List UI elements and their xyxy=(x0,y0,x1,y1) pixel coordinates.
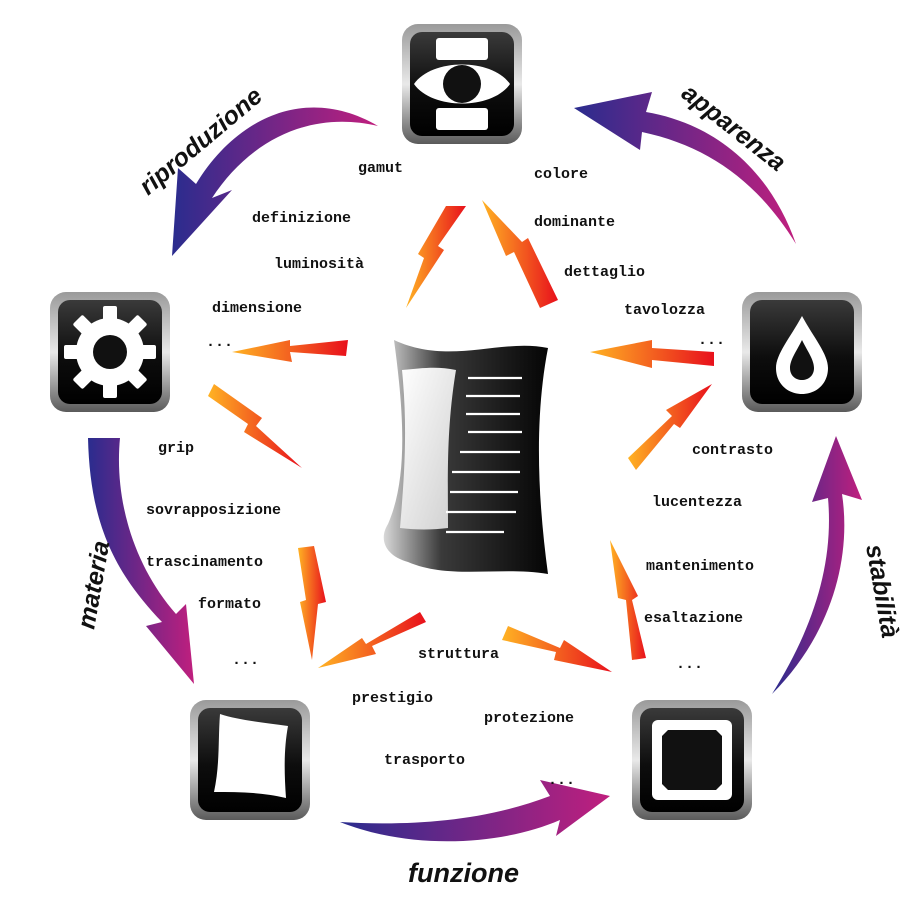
term-riproduzione-more: ... xyxy=(206,334,233,351)
term-colore: colore xyxy=(534,166,588,183)
term-struttura: struttura xyxy=(418,646,499,663)
cycle-arrow-stabilita xyxy=(772,436,862,694)
drop-icon-button[interactable] xyxy=(742,292,862,412)
term-grip: grip xyxy=(158,440,194,457)
cycle-arrow-riproduzione xyxy=(172,107,378,256)
cycle-arrow-apparenza xyxy=(574,92,796,244)
term-lucentezza: lucentezza xyxy=(652,494,742,511)
shield-square-icon-button[interactable] xyxy=(632,700,752,820)
inner-arrow xyxy=(208,384,302,468)
shield-square-icon xyxy=(652,720,732,800)
term-apparenza-more: ... xyxy=(698,332,725,349)
eye-icon-button[interactable] xyxy=(402,24,522,144)
term-trasporto: trasporto xyxy=(384,752,465,769)
inner-arrow xyxy=(590,340,714,368)
cycle-label-materia: materia xyxy=(72,538,115,631)
gear-icon xyxy=(64,306,156,398)
term-stabilita-more: ... xyxy=(676,656,703,673)
term-formato: formato xyxy=(198,596,261,613)
term-definizione: definizione xyxy=(252,210,351,227)
inner-arrow xyxy=(232,340,348,362)
term-tavolozza: tavolozza xyxy=(624,302,705,319)
term-contrasto: contrasto xyxy=(692,442,773,459)
cycle-label-funzione: funzione xyxy=(408,858,519,888)
term-protezione: protezione xyxy=(484,710,574,727)
term-gamut: gamut xyxy=(358,160,403,177)
term-mantenimento: mantenimento xyxy=(646,558,754,575)
cycle-arrow-materia xyxy=(88,438,194,684)
term-luminosita: luminosità xyxy=(274,256,364,273)
cycle-label-stabilita: stabilità xyxy=(860,542,904,640)
term-sovrapposizione: sovrapposizione xyxy=(146,502,281,519)
term-materia-more: ... xyxy=(232,652,259,669)
inner-arrow xyxy=(318,612,426,668)
term-dimensione: dimensione xyxy=(212,300,302,317)
gear-icon-button[interactable] xyxy=(50,292,170,412)
inner-arrow xyxy=(610,540,646,660)
term-dettaglio: dettaglio xyxy=(564,264,645,281)
inner-arrow xyxy=(298,546,326,660)
inner-arrow xyxy=(482,200,558,308)
term-prestigio: prestigio xyxy=(352,690,433,707)
sheet-icon xyxy=(214,714,288,798)
term-trascinamento: trascinamento xyxy=(146,554,263,571)
inner-arrow xyxy=(502,626,612,672)
term-funzione-more: ... xyxy=(548,772,575,789)
drop-icon xyxy=(776,316,828,394)
term-dominante: dominante xyxy=(534,214,615,231)
cycle-arrow-funzione xyxy=(340,780,610,842)
term-esaltazione: esaltazione xyxy=(644,610,743,627)
inner-arrows xyxy=(208,200,714,672)
sheet-icon-button[interactable] xyxy=(190,700,310,820)
printed-sheet-icon xyxy=(383,340,548,574)
inner-arrow xyxy=(406,206,466,308)
inner-arrow xyxy=(628,384,712,470)
eye-icon xyxy=(414,38,510,130)
cycle-arrows xyxy=(88,92,862,842)
